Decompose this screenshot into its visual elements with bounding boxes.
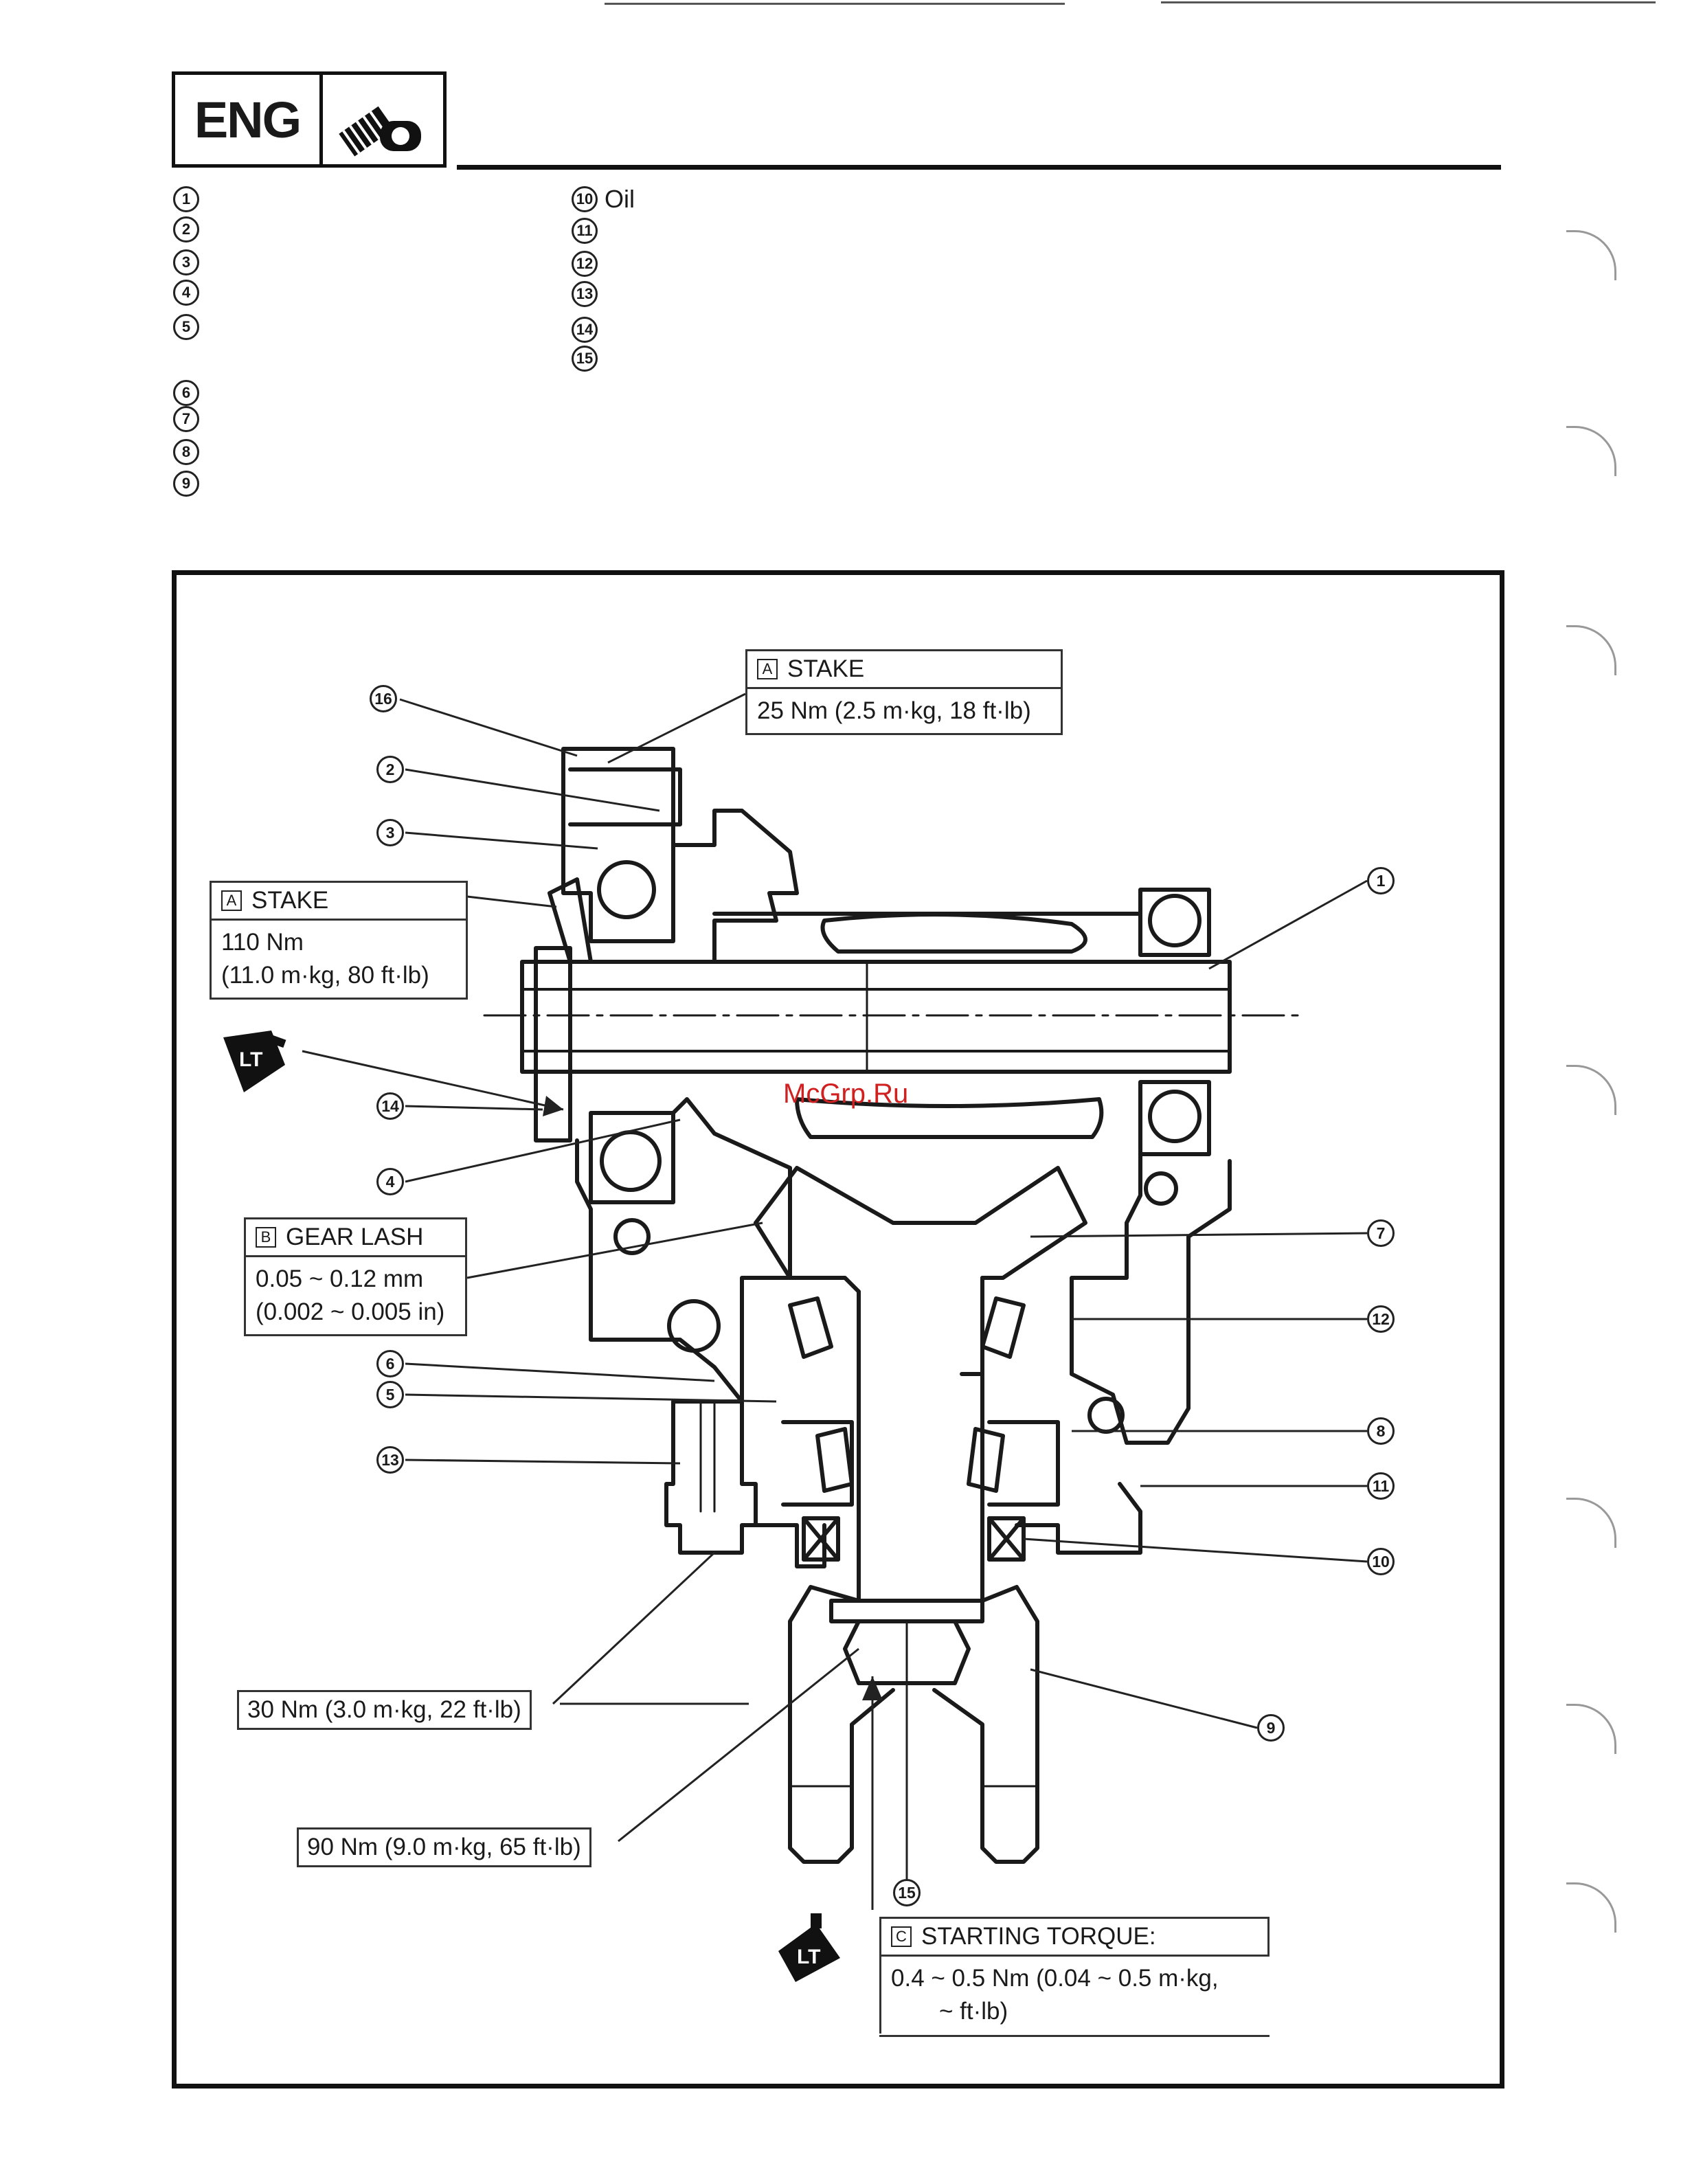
legend-item-7: 7: [173, 404, 206, 434]
legend-item-13: 13: [572, 279, 605, 309]
nut-torque-box: 90 Nm (9.0 m·kg, 65 ft·lb): [297, 1827, 591, 1867]
locking-agent-label: LT: [797, 1946, 821, 1968]
legend-item-2: 2: [173, 214, 206, 245]
part-label-3: 3: [376, 819, 404, 846]
starting-torque-bottom-rule: [879, 2035, 1270, 2037]
part-label-4: 4: [376, 1168, 404, 1195]
part-label-15: 15: [893, 1879, 921, 1906]
part-label-12: 12: [1367, 1305, 1395, 1333]
legend-item-11: 11: [572, 216, 605, 246]
part-label-10: 10: [1367, 1548, 1395, 1575]
section-badge: ENG: [172, 71, 447, 168]
part-label-1: 1: [1367, 867, 1395, 894]
part-label-7: 7: [1367, 1219, 1395, 1247]
part-label-14: 14: [376, 1092, 404, 1120]
part-label-16: 16: [370, 685, 397, 712]
part-label-13: 13: [376, 1446, 404, 1474]
legend-item-12: 12: [572, 249, 605, 279]
legend-item-4: 4: [173, 278, 206, 308]
legend-item-15: 15: [572, 344, 605, 374]
legend-item-8: 8: [173, 437, 206, 467]
legend-item-3: 3: [173, 247, 206, 278]
part-label-9: 9: [1257, 1714, 1285, 1742]
part-label-11: 11: [1367, 1472, 1395, 1500]
locking-agent-icon: [223, 1031, 286, 1092]
diagram-frame: [172, 570, 1504, 2089]
top-rule-left: [605, 3, 1065, 5]
part-label-8: 8: [1367, 1417, 1395, 1445]
part-label-5: 5: [376, 1381, 404, 1408]
watermark: McGrp.Ru: [783, 1079, 909, 1109]
legend-item-5: 5: [173, 312, 206, 342]
locking-agent-icon: [778, 1913, 840, 1982]
locking-agent-label: LT: [239, 1048, 263, 1071]
header-rule: [457, 165, 1501, 170]
part-label-6: 6: [376, 1350, 404, 1377]
legend-item-9: 9: [173, 469, 206, 499]
badge-text: ENG: [175, 75, 323, 164]
part-label-2: 2: [376, 756, 404, 783]
engine-wrench-icon: [323, 75, 443, 164]
plug-torque-box: 30 Nm (3.0 m·kg, 22 ft·lb): [237, 1690, 532, 1730]
legend-item-14: 14: [572, 315, 605, 345]
legend-item-1: 1: [173, 184, 206, 214]
legend-item-6: 6: [173, 378, 206, 408]
top-rule-right: [1161, 1, 1656, 3]
